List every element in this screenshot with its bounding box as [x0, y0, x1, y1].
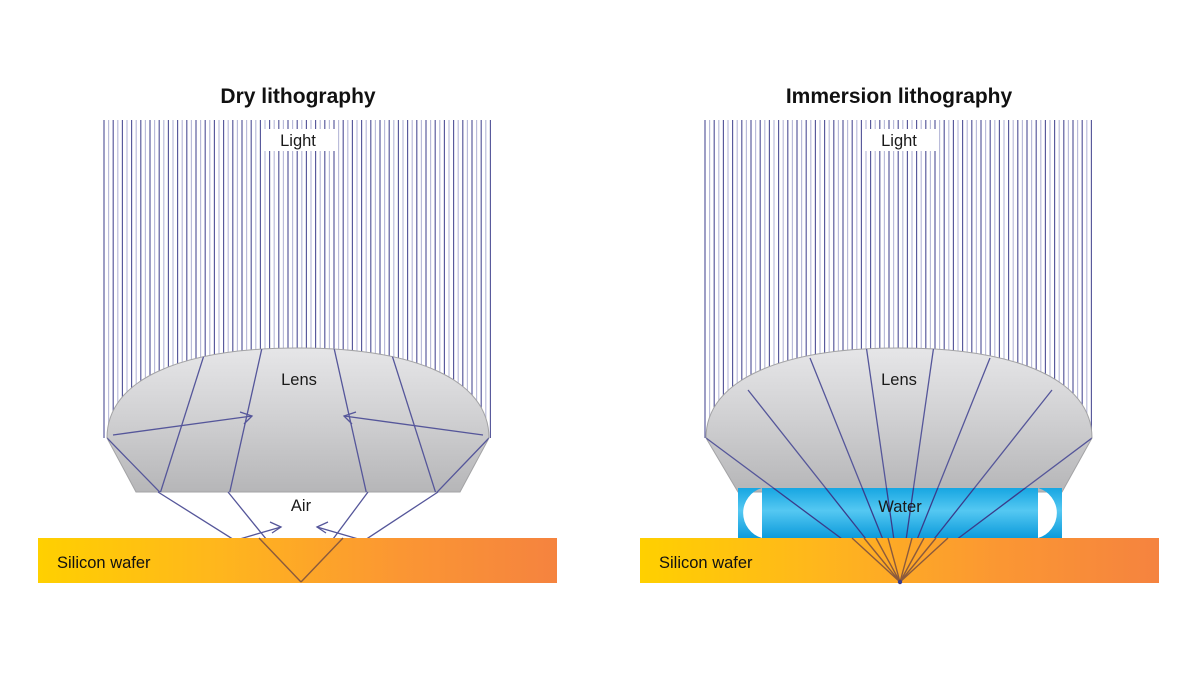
dry-panel-title: Dry lithography	[220, 85, 376, 108]
panel-immersion-lithography: Immersion lithography Light Lens Water S…	[640, 85, 1159, 585]
dry-wafer-label: Silicon wafer	[57, 554, 151, 572]
immersion-wafer-label: Silicon wafer	[659, 554, 753, 572]
immersion-lens-internal-rays	[706, 348, 1092, 492]
dry-light-label-backdrop	[262, 129, 336, 151]
dry-lens-label: Lens	[281, 371, 317, 389]
immersion-silicon-wafer	[640, 538, 1159, 583]
immersion-focal-point	[897, 579, 903, 585]
immersion-water-rays	[738, 488, 1062, 538]
immersion-panel-title: Immersion lithography	[786, 85, 1013, 108]
immersion-lens-shape	[705, 347, 1093, 493]
dry-lens-shape	[106, 347, 490, 493]
immersion-medium-label: Water	[878, 498, 922, 516]
immersion-focus-rays-in-wafer	[851, 537, 949, 583]
dry-silicon-wafer	[38, 538, 557, 583]
dry-focus-rays-in-wafer	[258, 537, 344, 583]
dry-lens-arrowheads	[239, 411, 357, 425]
immersion-light-label: Light	[881, 132, 917, 150]
dry-light-label: Light	[280, 132, 316, 150]
immersion-light-label-backdrop	[865, 129, 937, 151]
dry-medium-label: Air	[291, 497, 312, 515]
immersion-light-rays	[704, 120, 1092, 438]
immersion-water-body	[762, 488, 1038, 538]
immersion-lens-label: Lens	[881, 371, 917, 389]
panel-dry-lithography: Dry lithography Light Lens Air Silicon w…	[38, 85, 557, 583]
dry-light-rays	[103, 120, 491, 438]
